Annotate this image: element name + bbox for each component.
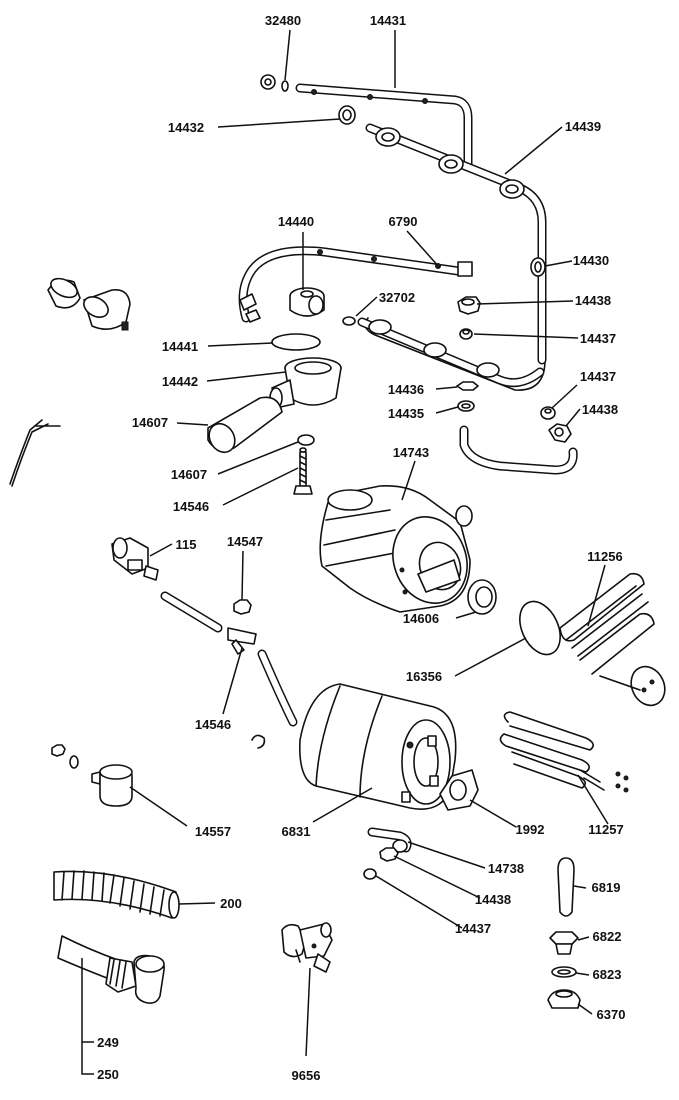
element-11256-drawing bbox=[519, 572, 666, 707]
label-14442: 14442 bbox=[162, 374, 198, 389]
fittings-6819-6370-drawing bbox=[547, 857, 581, 1009]
plug-14432-drawing bbox=[338, 105, 356, 125]
label-14438-right: 14438 bbox=[582, 402, 618, 417]
lower-manifold-drawing bbox=[357, 317, 545, 388]
label-14557: 14557 bbox=[195, 824, 231, 839]
label-14439: 14439 bbox=[565, 119, 601, 134]
sensor-14557-drawing bbox=[51, 744, 133, 807]
part-drawings bbox=[9, 74, 666, 1009]
label-6823: 6823 bbox=[593, 967, 622, 982]
label-14430: 14430 bbox=[573, 253, 609, 268]
rail-tube-14431-drawing bbox=[295, 83, 473, 267]
manifold-14439-drawing bbox=[364, 123, 547, 391]
label-200: 200 bbox=[220, 896, 242, 911]
cylinder-14607-drawing bbox=[207, 396, 283, 454]
valve-9656-drawing bbox=[281, 922, 333, 973]
label-14437-right: 14437 bbox=[580, 369, 616, 384]
clip-drawing bbox=[251, 734, 266, 749]
gasket-14606-drawing bbox=[467, 579, 497, 615]
label-14743: 14743 bbox=[393, 445, 429, 460]
bent-tube-drawing bbox=[459, 425, 578, 475]
label-14440: 14440 bbox=[278, 214, 314, 229]
element-11257-drawing bbox=[499, 711, 629, 793]
label-14606: 14606 bbox=[403, 611, 439, 626]
label-14438-top: 14438 bbox=[575, 293, 611, 308]
label-14436: 14436 bbox=[388, 382, 424, 397]
fittings-14437-14438-right-drawing bbox=[540, 406, 572, 443]
label-6822: 6822 bbox=[593, 929, 622, 944]
hose-249-250-drawing bbox=[57, 935, 166, 1004]
label-1992: 1992 bbox=[516, 822, 545, 837]
elbow-pipe-14738-drawing bbox=[363, 827, 412, 880]
wire-drawing bbox=[9, 419, 61, 487]
label-32480: 32480 bbox=[265, 13, 301, 28]
label-14438-lower: 14438 bbox=[475, 892, 511, 907]
nut-washer-14436-14435-drawing bbox=[456, 381, 479, 412]
label-11256: 11256 bbox=[587, 549, 622, 564]
label-14546-tee: 14546 bbox=[195, 717, 231, 732]
label-11257: 11257 bbox=[588, 822, 623, 837]
label-6831: 6831 bbox=[282, 824, 311, 839]
pump-14743-drawing bbox=[319, 484, 473, 613]
gasket-1992-drawing bbox=[439, 769, 479, 811]
label-32702: 32702 bbox=[379, 290, 415, 305]
hose-200-drawing bbox=[53, 870, 180, 919]
label-14431: 14431 bbox=[370, 13, 406, 28]
cap-cylinder-14441-drawing bbox=[47, 277, 131, 331]
pipe-14440-drawing bbox=[238, 246, 473, 323]
housing-14442-drawing bbox=[269, 357, 342, 409]
label-14437-lower: 14437 bbox=[455, 921, 491, 936]
ferrule-14437-top-drawing bbox=[459, 328, 473, 340]
boiler-6831-drawing bbox=[299, 683, 457, 810]
label-14435: 14435 bbox=[388, 406, 424, 421]
label-6819: 6819 bbox=[592, 880, 621, 895]
label-249: 249 bbox=[97, 1035, 119, 1050]
label-9656: 9656 bbox=[292, 1068, 321, 1083]
leader-lines bbox=[81, 29, 609, 1075]
bolt-14546-drawing bbox=[293, 447, 313, 495]
ring-14430-drawing bbox=[530, 257, 546, 277]
label-250: 250 bbox=[97, 1067, 119, 1082]
label-115: 115 bbox=[176, 537, 197, 552]
label-14441: 14441 bbox=[162, 339, 198, 354]
label-14546-bolt: 14546 bbox=[173, 499, 209, 514]
nut-14547-drawing bbox=[233, 599, 252, 615]
label-14607-washer: 14607 bbox=[171, 467, 207, 482]
nut-14438-top-drawing bbox=[457, 296, 481, 315]
cap-32480-drawing bbox=[260, 74, 289, 92]
label-16356: 16356 bbox=[406, 669, 442, 684]
label-14432: 14432 bbox=[168, 120, 204, 135]
valve-115-drawing bbox=[111, 537, 159, 581]
label-6790: 6790 bbox=[389, 214, 418, 229]
label-14607-cylinder: 14607 bbox=[132, 415, 168, 430]
washer-14607-drawing bbox=[297, 434, 315, 446]
part-labels: 32480 14431 14432 14439 14440 6790 14430… bbox=[97, 13, 625, 1083]
hose-left-drawing bbox=[160, 591, 298, 727]
o-ring-32702-drawing bbox=[342, 316, 356, 326]
label-6370: 6370 bbox=[597, 1007, 626, 1022]
label-14547: 14547 bbox=[227, 534, 263, 549]
label-14437-top: 14437 bbox=[580, 331, 616, 346]
label-14738: 14738 bbox=[488, 861, 524, 876]
o-ring-14441-drawing bbox=[271, 333, 321, 351]
